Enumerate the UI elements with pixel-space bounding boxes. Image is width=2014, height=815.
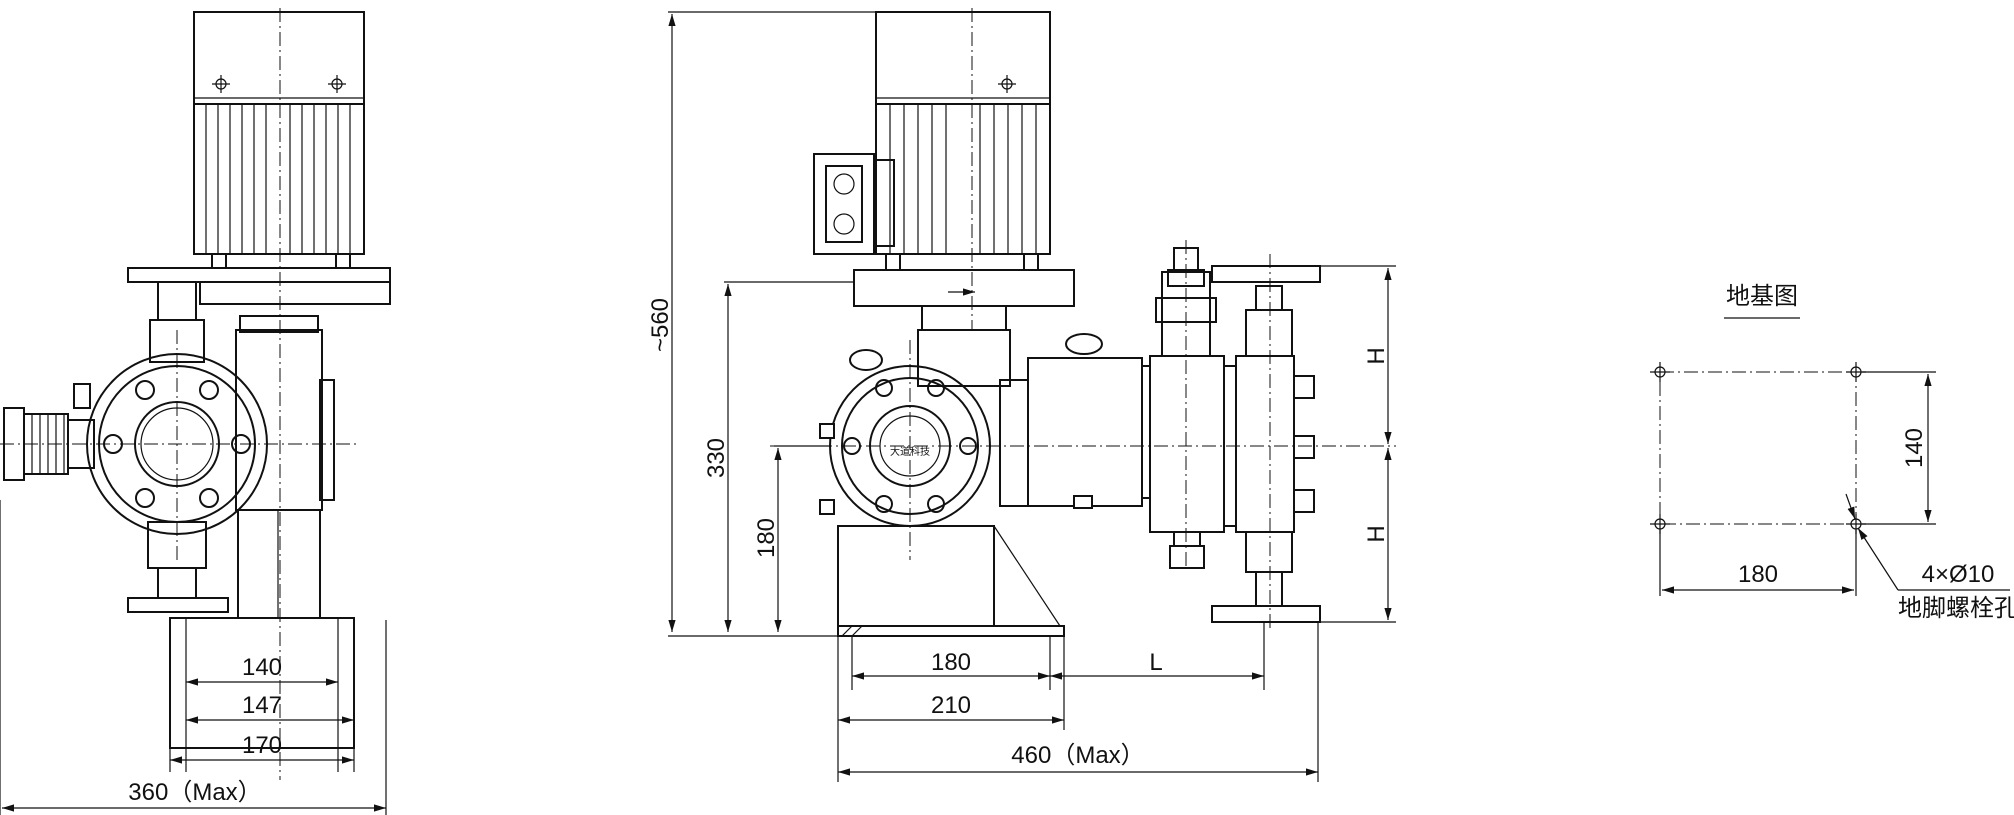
front-nameplate: 大道科技 — [890, 445, 930, 458]
side-view: 140 147 170 360（Max） — [0, 8, 391, 815]
anchor-holes — [1650, 362, 1866, 534]
front-dim-210: 210 — [931, 692, 971, 719]
front-motor — [813, 11, 1051, 255]
front-dim-560: ~560 — [647, 298, 674, 352]
side-dim-170: 170 — [242, 732, 282, 759]
front-dim-180-h: 180 — [931, 649, 971, 676]
side-dimensions: 140 147 170 360（Max） — [0, 500, 387, 815]
foundation-dim-140: 140 — [1901, 428, 1928, 468]
front-dim-H-bottom: H — [1363, 525, 1390, 542]
side-dim-140: 140 — [242, 654, 282, 681]
front-pump-head — [1149, 247, 1315, 573]
front-dim-H-top: H — [1363, 347, 1390, 364]
front-dim-L: L — [1149, 649, 1162, 676]
foundation-plan: 地基图 140 180 4×Ø10 地脚螺栓孔 — [1650, 282, 2014, 622]
hole-spec: 4×Ø10 — [1922, 561, 1995, 588]
side-dim-360: 360（Max） — [128, 779, 261, 806]
side-motor — [193, 11, 365, 255]
front-dim-330: 330 — [703, 438, 730, 478]
front-dim-460: 460（Max） — [1011, 742, 1144, 769]
foundation-dim-180: 180 — [1738, 561, 1778, 588]
front-view: 大道科技 — [647, 8, 1396, 782]
front-gear-housing: 大道科技 — [819, 349, 991, 527]
foundation-dimensions: 140 180 4×Ø10 地脚螺栓孔 — [1659, 371, 2014, 622]
front-dim-180-v: 180 — [753, 518, 780, 558]
foundation-title: 地基图 — [1726, 282, 1798, 310]
hole-label: 地脚螺栓孔 — [1898, 595, 2014, 622]
front-dimensions: ~560 330 180 180 L 210 460（Max） H H — [647, 11, 1396, 782]
side-dim-147: 147 — [242, 692, 282, 719]
